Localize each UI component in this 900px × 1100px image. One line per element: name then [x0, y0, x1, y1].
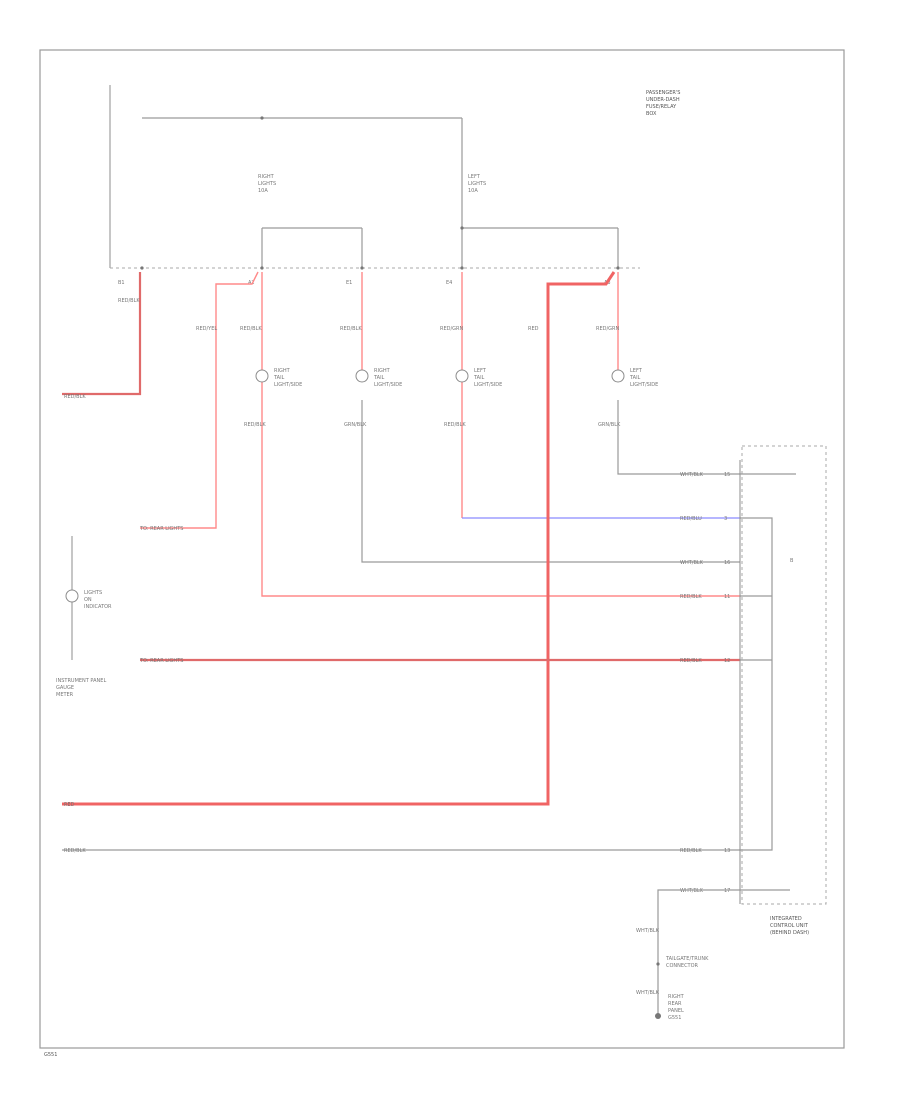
pin-e4: E4 — [446, 280, 452, 286]
a3-branch-wire-label: RED — [528, 326, 539, 332]
tail-light-1-top-wire: RED/BLK — [240, 326, 262, 332]
tail-light-2-label-2: TAIL — [373, 375, 385, 381]
left-connector-5: RED/BLK — [64, 848, 86, 854]
fuse-box: PASSENGER'S UNDER-DASH FUSE/RELAY BOX RI… — [109, 85, 680, 286]
left-fuse-label-3: 10A — [468, 188, 478, 194]
control-unit-label-1: INTEGRATED — [770, 916, 802, 922]
connector-row-2-wire: RED/BLU — [680, 516, 702, 522]
tail-light-3-label-1: LEFT — [474, 368, 487, 374]
wires — [62, 271, 773, 851]
left-connector-3: TO: REAR LIGHTS — [139, 658, 183, 664]
footer-code: G551 — [44, 1052, 57, 1058]
tail-light-3-label-2: TAIL — [473, 375, 485, 381]
pin-e1: E1 — [346, 280, 352, 286]
tail-light-2-label-3: LIGHT/SIDE — [374, 382, 402, 388]
left-connector-2: TO: REAR LIGHTS — [139, 526, 183, 532]
right-fuse-label-2: LIGHTS — [258, 181, 276, 187]
tail-light-left-1: LEFT TAIL LIGHT/SIDE RED/GRN RED/BLK — [440, 326, 502, 428]
connector-row-4-wire: RED/BLK — [680, 594, 702, 600]
ground-wire-top: WHT/BLK — [636, 928, 660, 934]
connector-row-7-wire: WHT/BLK — [680, 888, 704, 894]
connector-row-4-pin: 11 — [724, 594, 730, 600]
ground-label-4: G551 — [668, 1015, 681, 1021]
connector-row-2-pin: 3 — [724, 516, 727, 522]
connector-row-1-wire: WHT/BLK — [680, 472, 704, 478]
connector-row-6-pin: 13 — [724, 848, 730, 854]
ground-label-2: REAR — [668, 1001, 682, 1007]
indicator-label-2: ON — [84, 597, 92, 603]
tail-light-4-bottom-wire: GRN/BLK — [598, 422, 621, 428]
ground-section: WHT/BLK TAILGATE/TRUNK CONNECTOR WHT/BLK… — [636, 889, 740, 1021]
tail-light-4-label-1: LEFT — [630, 368, 643, 374]
tail-light-left-2: LEFT TAIL LIGHT/SIDE RED/GRN GRN/BLK — [596, 326, 658, 428]
ground-wire-bottom: WHT/BLK — [636, 990, 660, 996]
tail-light-3-top-wire: RED/GRN — [440, 326, 464, 332]
tail-light-1-bottom-wire: RED/BLK — [244, 422, 266, 428]
tail-light-4-label-2: TAIL — [629, 375, 641, 381]
connector-row-1-pin: 15 — [724, 472, 730, 478]
fuse-box-label-2: UNDER-DASH — [646, 97, 680, 103]
tail-light-4-label-3: LIGHT/SIDE — [630, 382, 658, 388]
pin-b1: B1 — [118, 280, 125, 286]
control-unit-label-3: (BEHIND DASH) — [770, 930, 809, 936]
tail-light-2-bottom-wire: GRN/BLK — [344, 422, 367, 428]
tail-light-3-label-3: LIGHT/SIDE — [474, 382, 502, 388]
tail-light-4-top-wire: RED/GRN — [596, 326, 620, 332]
tail-light-3-bottom-wire: RED/BLK — [444, 422, 466, 428]
left-connectors: RED/BLK TO: REAR LIGHTS TO: REAR LIGHTS … — [64, 394, 183, 854]
tail-light-1-label-2: TAIL — [273, 375, 285, 381]
tail-light-right-1: RIGHT TAIL LIGHT/SIDE RED/BLK RED/BLK — [240, 326, 302, 428]
left-fuse-label-2: LIGHTS — [468, 181, 486, 187]
fuse-box-label-4: BOX — [646, 111, 657, 117]
indicator-label-1: LIGHTS — [84, 590, 102, 596]
tail-light-2-top-wire: RED/BLK — [340, 326, 362, 332]
left-fuse-label-1: LEFT — [468, 174, 481, 180]
lights-on-indicator: LIGHTS ON INDICATOR INSTRUMENT PANEL GAU… — [56, 536, 112, 698]
connector-row-3-wire: WHT/BLK — [680, 560, 704, 566]
left-connector-1: RED/BLK — [64, 394, 86, 400]
ground-connector-label-1: TAILGATE/TRUNK — [665, 956, 709, 962]
tail-light-1-label-3: LIGHT/SIDE — [274, 382, 302, 388]
gauge-label-2: GAUGE — [56, 685, 74, 691]
a2-branch-wire-label: RED/YEL — [196, 326, 217, 332]
control-unit-connector: WHT/BLK 15 RED/BLU 3 WHT/BLK 16 RED/BLK … — [680, 445, 827, 936]
ground-connector-label-2: CONNECTOR — [666, 963, 699, 969]
pin-a2: A2 — [248, 280, 255, 286]
control-unit-label-2: CONTROL UNIT — [770, 923, 809, 929]
right-fuse-label-3: 10A — [258, 188, 268, 194]
connector-row-5-wire: RED/BLK — [680, 658, 702, 664]
gauge-label-3: METER — [56, 692, 74, 698]
gauge-label-1: INSTRUMENT PANEL — [56, 678, 106, 684]
ground-label-1: RIGHT — [668, 994, 685, 1000]
diagram-frame — [39, 49, 845, 1049]
tail-light-right-2: RIGHT TAIL LIGHT/SIDE RED/BLK GRN/BLK — [340, 326, 402, 428]
b1-wire-label: RED/BLK — [118, 298, 140, 304]
fuse-box-label-1: PASSENGER'S — [646, 90, 680, 96]
right-fuse-label-1: RIGHT — [258, 174, 275, 180]
indicator-label-3: INDICATOR — [84, 604, 112, 610]
tail-light-1-label-1: RIGHT — [274, 368, 291, 374]
connector-row-7-pin: 17 — [724, 888, 730, 894]
connector-row-3-pin: 16 — [724, 560, 730, 566]
fuse-box-label-3: FUSE/RELAY — [646, 104, 677, 110]
ground-label-3: PANEL — [668, 1008, 684, 1014]
left-connector-4: RED — [64, 802, 75, 808]
connector-row-5-pin: 12 — [724, 658, 730, 664]
control-unit-side-mark: B — [790, 558, 794, 564]
tail-light-2-label-1: RIGHT — [374, 368, 391, 374]
connector-row-6-wire: RED/BLK — [680, 848, 702, 854]
